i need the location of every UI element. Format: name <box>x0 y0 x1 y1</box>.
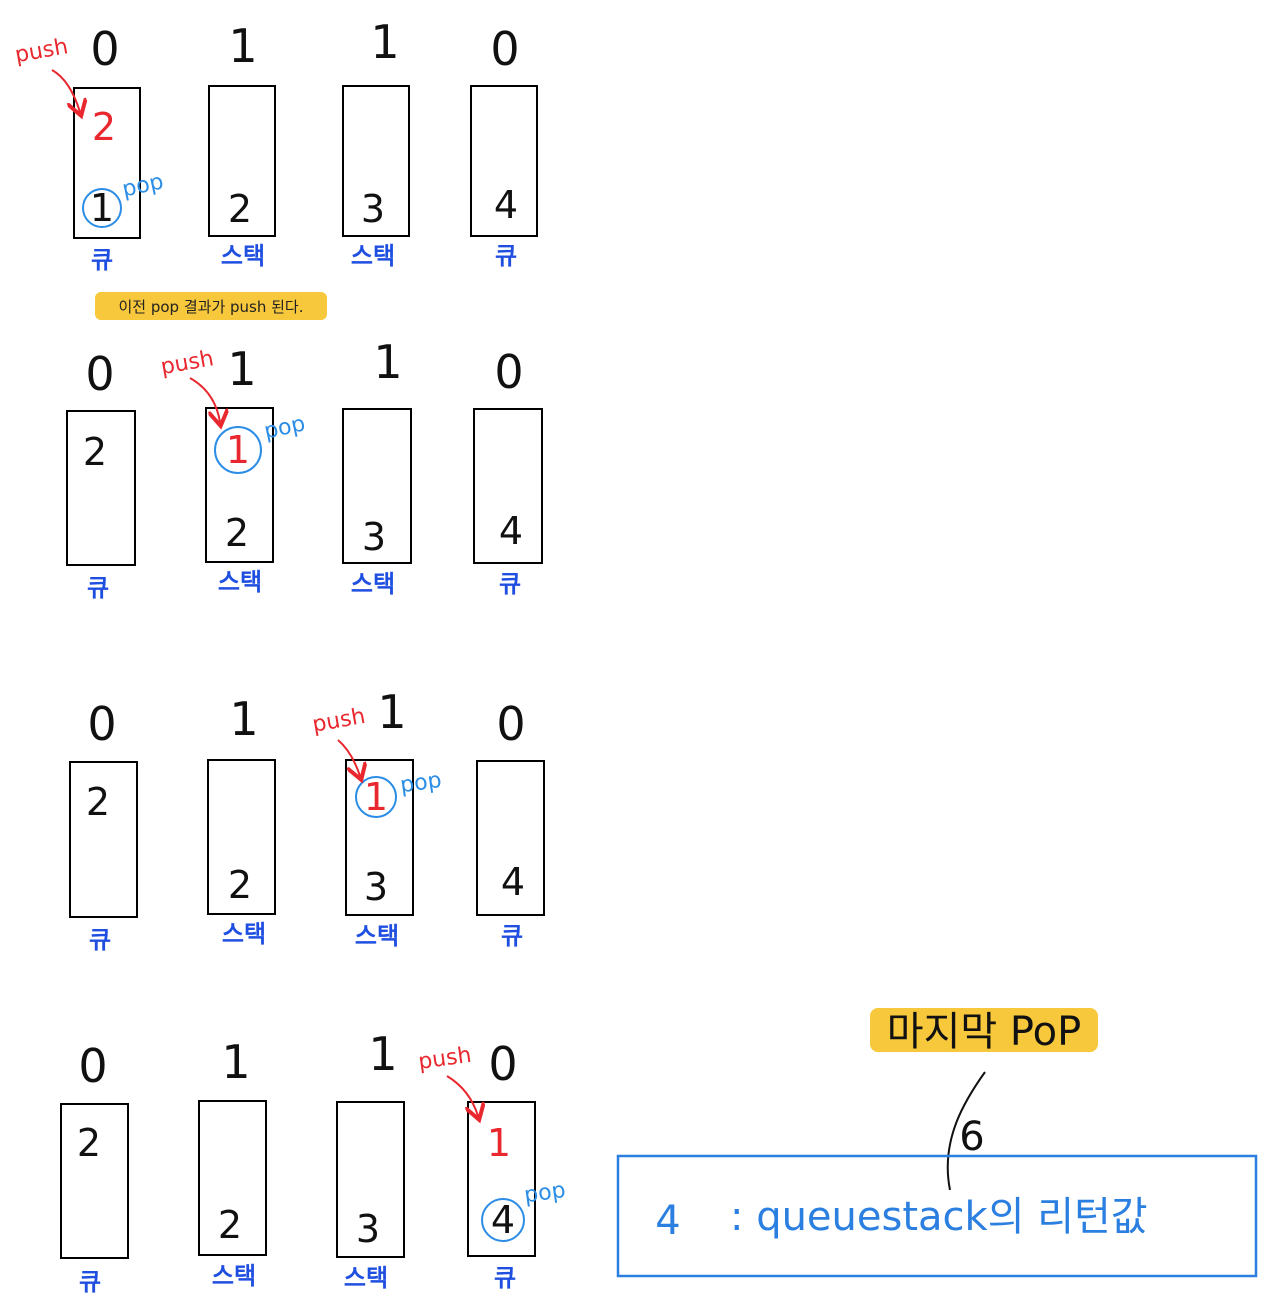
queue-box <box>476 760 545 916</box>
push-arrow <box>51 69 80 112</box>
stack-label: 스택 <box>351 242 395 270</box>
push-label: push <box>417 1043 473 1075</box>
queue-box <box>467 1101 536 1257</box>
push-arrow <box>189 377 220 422</box>
pop-circle <box>82 188 122 228</box>
flag-value: 0 <box>78 1039 107 1093</box>
stack-label: 스택 <box>351 570 395 598</box>
push-arrow <box>337 739 360 776</box>
stack-label: 스택 <box>218 568 262 596</box>
result-box <box>616 1154 1258 1278</box>
stack-box <box>207 759 276 915</box>
queue-label: 큐 <box>501 922 523 950</box>
element-value: 3 <box>364 865 388 909</box>
pop-circle <box>214 426 262 474</box>
stack-label: 스택 <box>222 920 266 948</box>
element-value: 3 <box>362 515 386 559</box>
result-section: 마지막 PoP 6 4 : queuestack의 리턴값 <box>616 1008 1258 1278</box>
connector-line <box>946 1071 986 1191</box>
flag-value: 0 <box>90 22 119 76</box>
flag-value: 1 <box>368 1027 397 1081</box>
element-value: 4 <box>494 183 518 227</box>
pop-circle <box>481 1198 525 1242</box>
push-label: push <box>13 34 70 68</box>
last-pop-highlight <box>870 1008 1098 1052</box>
queue-label: 큐 <box>89 926 111 954</box>
stack-label: 스택 <box>344 1264 388 1292</box>
step-1: 0 1 1 0 2 1 2 3 4 push pop 큐 스택 스택 큐 이전 … <box>13 15 538 320</box>
stack-box <box>198 1100 267 1256</box>
element-value: 4 <box>501 860 525 904</box>
pushed-value: 1 <box>364 775 388 819</box>
pushed-value: 1 <box>226 428 250 472</box>
last-pop-label: 마지막 PoP <box>887 1009 1081 1055</box>
push-label: push <box>159 346 216 380</box>
pop-circle <box>355 776 397 818</box>
stack-label: 스택 <box>212 1262 256 1290</box>
queue-box <box>69 761 138 918</box>
flag-value: 0 <box>85 347 114 401</box>
pop-label: pop <box>399 768 443 799</box>
element-value: 2 <box>228 863 252 907</box>
queue-box <box>73 87 141 239</box>
step-4: 0 1 1 0 2 2 3 1 4 push pop 큐 스택 스택 큐 <box>60 1027 567 1296</box>
popped-value: 4 <box>491 1198 515 1242</box>
stack-box <box>208 85 276 237</box>
step-2: 0 1 1 0 2 1 2 3 4 push pop 큐 스택 스택 큐 <box>66 335 543 602</box>
queue-label: 큐 <box>499 570 521 598</box>
flag-value: 1 <box>377 685 406 739</box>
pushed-value: 1 <box>487 1121 511 1165</box>
flag-value: 1 <box>221 1035 250 1089</box>
queue-box <box>66 410 136 566</box>
flag-value: 1 <box>227 342 256 396</box>
result-value: 4 <box>655 1198 680 1244</box>
stack-box <box>345 759 414 916</box>
element-value: 2 <box>218 1203 242 1247</box>
popped-value: 1 <box>90 186 114 230</box>
pop-label: pop <box>262 411 308 444</box>
note-text: 이전 pop 결과가 push 된다. <box>118 298 303 316</box>
queue-box <box>60 1103 129 1259</box>
flag-value: 0 <box>494 345 523 399</box>
push-label: push <box>310 704 367 738</box>
queue-label: 큐 <box>87 574 109 602</box>
element-value: 3 <box>356 1207 380 1251</box>
queue-label: 큐 <box>495 242 517 270</box>
push-arrow <box>446 1075 478 1116</box>
final-arrow-value: 6 <box>959 1114 984 1160</box>
element-value: 4 <box>499 509 523 553</box>
queue-label: 큐 <box>494 1264 516 1292</box>
stack-box <box>205 407 274 563</box>
queue-box <box>473 408 543 564</box>
element-value: 2 <box>77 1121 101 1165</box>
note-highlight <box>95 292 327 320</box>
flag-value: 0 <box>496 697 525 751</box>
step-3: 0 1 1 0 2 2 1 3 4 push pop 큐 스택 스택 큐 <box>69 685 545 954</box>
stack-box <box>342 85 410 237</box>
stack-label: 스택 <box>355 922 399 950</box>
queue-label: 큐 <box>79 1268 101 1296</box>
element-value: 2 <box>86 780 110 824</box>
element-value: 2 <box>83 430 107 474</box>
pop-label: pop <box>523 1178 567 1209</box>
element-value: 3 <box>361 187 385 231</box>
flag-value: 0 <box>488 1037 517 1091</box>
flag-value: 0 <box>87 697 116 751</box>
flag-value: 1 <box>228 19 257 73</box>
queue-label: 큐 <box>91 246 113 274</box>
flag-value: 1 <box>229 692 258 746</box>
stack-box <box>336 1101 405 1258</box>
element-value: 2 <box>228 187 252 231</box>
pushed-value: 2 <box>92 105 116 149</box>
flag-value: 1 <box>373 335 402 389</box>
queue-box <box>470 85 538 237</box>
stack-label: 스택 <box>221 242 265 270</box>
element-value: 2 <box>225 511 249 555</box>
flag-value: 1 <box>370 15 399 69</box>
result-text: : queuestack의 리턴값 <box>730 1194 1148 1240</box>
pop-label: pop <box>120 169 166 202</box>
flag-value: 0 <box>490 22 519 76</box>
stack-box <box>342 408 412 564</box>
